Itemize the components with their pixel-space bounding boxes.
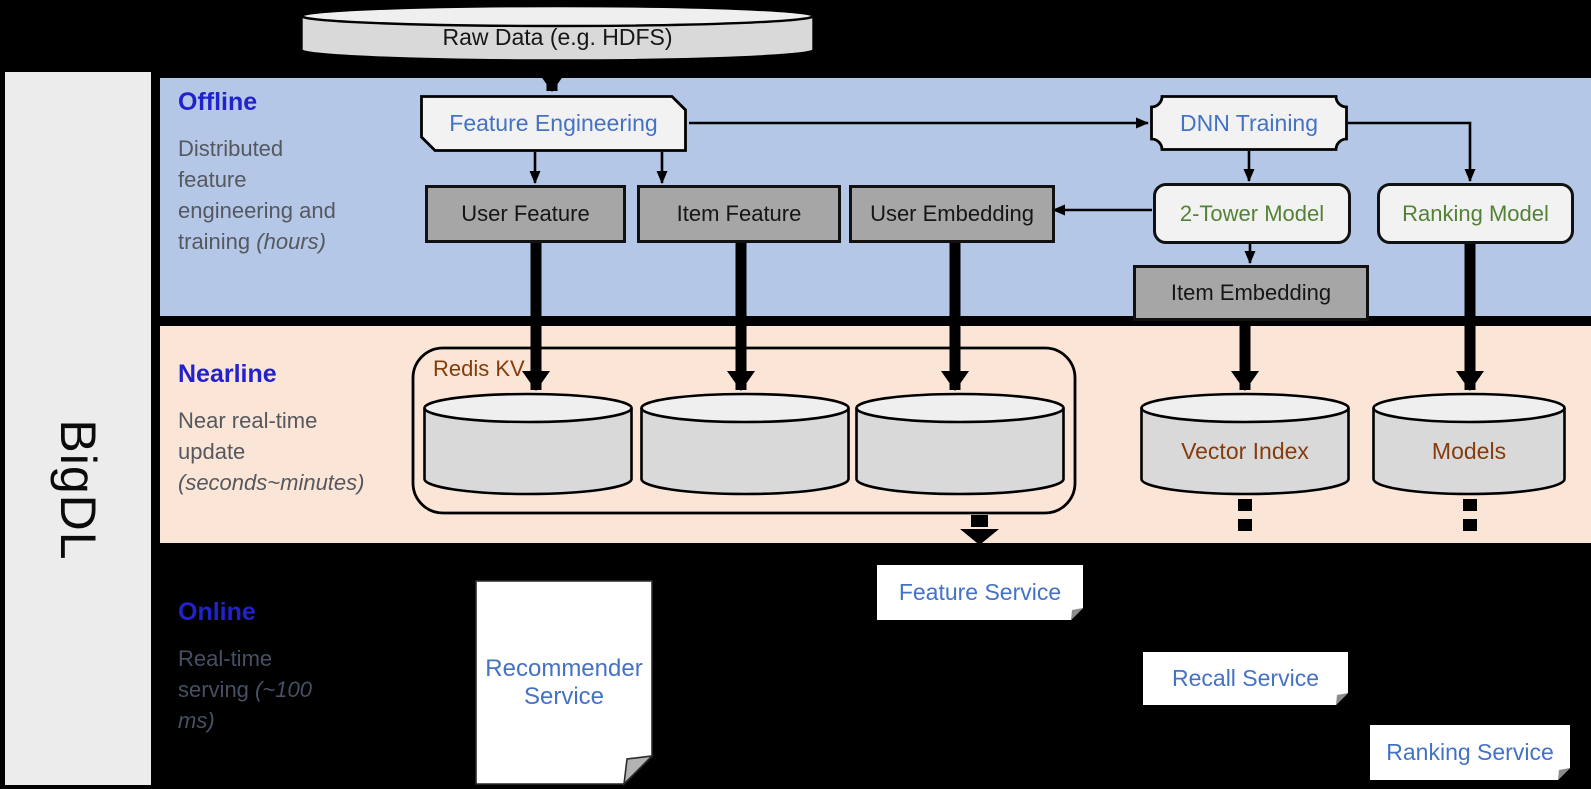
offline-title: Offline — [178, 88, 258, 116]
kv-cylinder-1 — [423, 392, 633, 496]
models-label: Models — [1431, 438, 1507, 465]
dnn-training-label: DNN Training — [1179, 109, 1319, 136]
cylinder-shape — [300, 4, 815, 62]
item-feature-label: Item Feature — [676, 201, 802, 227]
vector-index-label: Vector Index — [1181, 438, 1309, 465]
feature-service-node: Feature Service — [877, 565, 1083, 620]
item-feature-node: Item Feature — [637, 185, 841, 243]
nearline-section-label: Nearline Near real-time update (seconds~… — [178, 360, 366, 498]
cylinder-shape — [423, 392, 633, 496]
feature-engineering-node: Feature Engineering — [420, 95, 687, 152]
cylinder-shape — [640, 392, 850, 496]
document-shape — [475, 580, 655, 787]
bigdl-logo-text: BigDL — [50, 419, 106, 561]
recall-service-label: Recall Service — [1172, 665, 1319, 692]
ranking-service-label: Ranking Service — [1386, 739, 1554, 766]
redis-kv-label: Redis KV — [433, 356, 525, 381]
kv-cylinder-2 — [640, 392, 850, 496]
offline-section-label: Offline Distributed feature engineering … — [178, 88, 356, 257]
ranking-model-label: Ranking Model — [1402, 200, 1549, 226]
user-embedding-node: User Embedding — [849, 185, 1055, 243]
two-tower-model-label: 2-Tower Model — [1179, 200, 1325, 226]
nearline-subtitle: Near real-time update (seconds~minutes) — [178, 408, 365, 495]
item-embedding-node: Item Embedding — [1133, 265, 1369, 321]
recommender-service-node: Recommender Service — [475, 580, 655, 787]
online-subtitle: Real-time serving (~100 ms) — [178, 646, 312, 733]
cylinder-shape — [1372, 392, 1566, 496]
document-shape — [1143, 652, 1348, 705]
feature-engineering-label: Feature Engineering — [449, 110, 658, 137]
kv-cylinder-3 — [855, 392, 1065, 496]
nearline-title: Nearline — [178, 360, 277, 388]
plaque-shape — [1150, 95, 1348, 151]
recommender-service-label: Recommender Service — [485, 654, 643, 710]
offline-subtitle: Distributed feature engineering and trai… — [178, 136, 336, 254]
recall-service-node: Recall Service — [1143, 652, 1348, 705]
feature-service-label: Feature Service — [898, 579, 1062, 606]
models-store: Models — [1372, 392, 1566, 496]
raw-data-label: Raw Data (e.g. HDFS) — [442, 23, 673, 50]
raw-data-store: Raw Data (e.g. HDFS) — [300, 4, 815, 62]
two-tower-model-node: 2-Tower Model — [1153, 183, 1351, 244]
dnn-training-node: DNN Training — [1150, 95, 1348, 151]
online-title: Online — [178, 598, 256, 626]
user-embedding-label: User Embedding — [870, 201, 1034, 227]
user-feature-label: User Feature — [461, 201, 590, 227]
ranking-service-node: Ranking Service — [1370, 725, 1570, 780]
cylinder-shape — [1140, 392, 1350, 496]
vector-index-store: Vector Index — [1140, 392, 1350, 496]
cylinder-shape — [855, 392, 1065, 496]
item-embedding-label: Item Embedding — [1170, 280, 1332, 306]
user-feature-node: User Feature — [425, 185, 626, 243]
snip-rect-shape — [420, 95, 687, 152]
document-shape — [877, 565, 1083, 620]
online-section-label: Online Real-time serving (~100 ms) — [178, 598, 328, 736]
bigdl-sidebar: BigDL — [5, 72, 151, 785]
document-shape — [1370, 725, 1570, 780]
ranking-model-node: Ranking Model — [1377, 183, 1574, 244]
